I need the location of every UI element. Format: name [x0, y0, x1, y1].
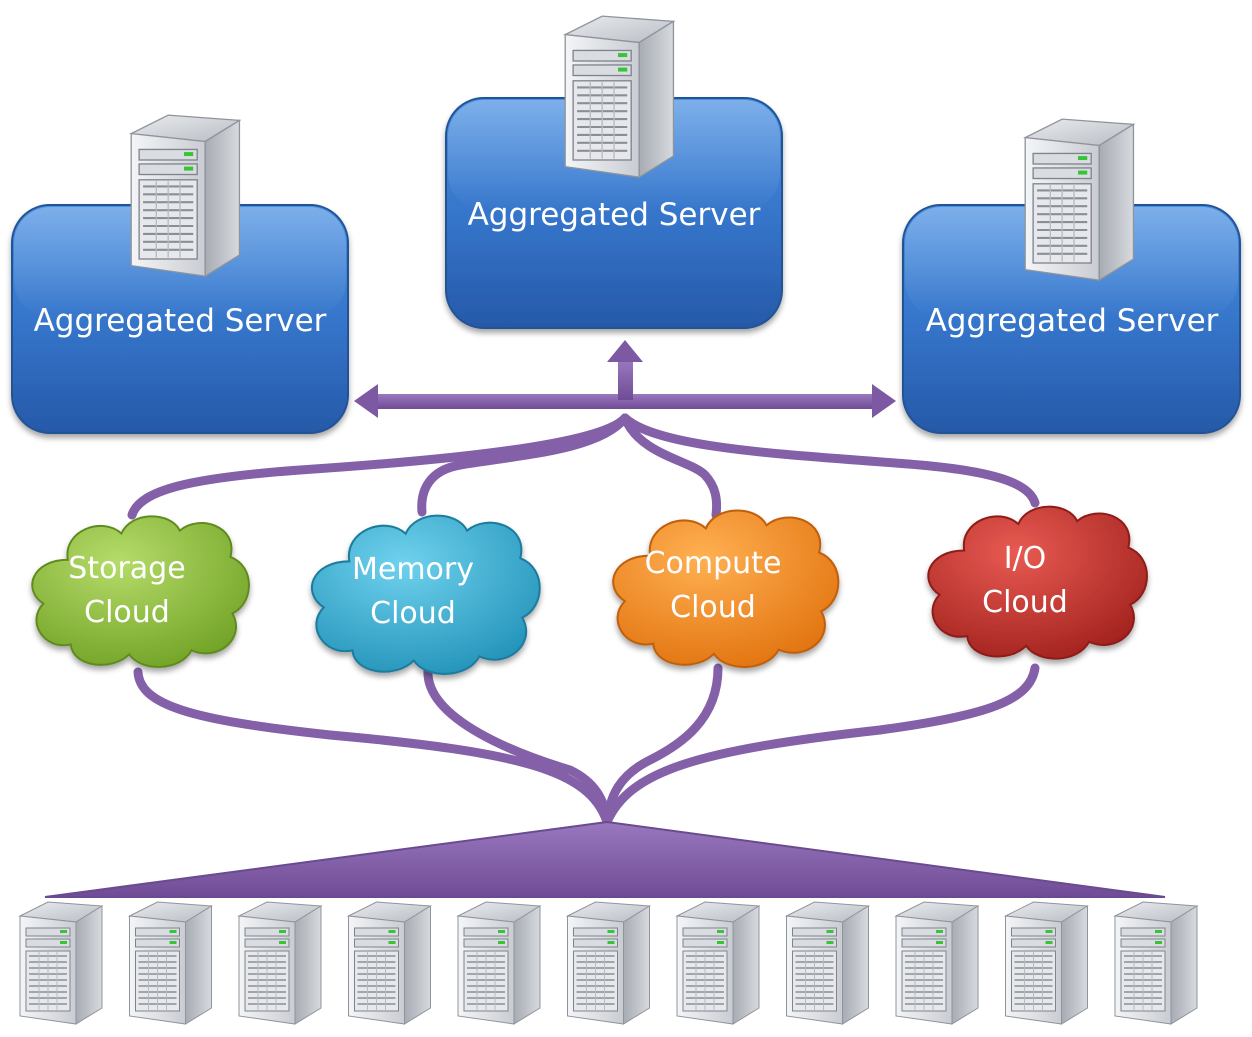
connector-hub-compute	[620, 413, 722, 520]
pool-server-tower-icon	[566, 901, 651, 1025]
pool-server-tower-icon	[1114, 901, 1198, 1025]
server-pool-fan	[44, 820, 1166, 898]
compute-cloud	[612, 509, 840, 669]
aggregated-server-left	[11, 204, 349, 434]
storage-cloud-label-line2: Cloud	[84, 595, 170, 630]
io-cloud	[927, 505, 1148, 660]
storage-cloud	[31, 515, 250, 668]
aggregated-server-left-tower-icon	[130, 114, 241, 278]
connectors	[127, 413, 1040, 827]
io-cloud-label-line1: I/O	[1004, 541, 1047, 576]
aggregated-server-center-label: Aggregated Server	[468, 197, 761, 233]
compute-cloud-label-line1: Compute	[645, 546, 782, 581]
aggregated-server-right-label: Aggregated Server	[926, 303, 1219, 339]
connector-compute-pool	[602, 663, 723, 827]
pool-server-tower-icon	[128, 901, 213, 1025]
server-pool	[19, 901, 1198, 1025]
pool-server-tower-icon	[457, 901, 541, 1025]
memory-cloud	[310, 514, 541, 676]
connector-hub-memory	[417, 413, 630, 517]
connector-hub-io	[620, 413, 1040, 508]
pool-server-tower-icon	[19, 901, 103, 1025]
aggregated-server-left-label: Aggregated Server	[34, 303, 327, 339]
pool-server-tower-icon	[785, 901, 870, 1025]
memory-cloud-label-line2: Cloud	[370, 596, 456, 631]
distribution-arrow	[354, 340, 896, 418]
aggregated-server-right-tower-icon	[1024, 117, 1135, 282]
io-cloud-label-line2: Cloud	[982, 585, 1068, 620]
connector-hub-storage	[127, 413, 630, 520]
connector-io-pool	[602, 663, 1040, 827]
pool-server-tower-icon	[347, 901, 432, 1025]
connector-storage-pool	[133, 667, 612, 827]
connector-memory-pool	[423, 665, 612, 827]
pool-server-tower-icon	[895, 901, 979, 1025]
pool-server-tower-icon	[238, 901, 322, 1025]
storage-cloud-label-line1: Storage	[68, 551, 185, 586]
pool-server-tower-icon	[676, 901, 760, 1025]
pool-server-tower-icon	[1004, 901, 1089, 1025]
compute-cloud-label-line2: Cloud	[670, 590, 756, 625]
aggregated-server-center-tower-icon	[564, 14, 675, 179]
memory-cloud-label-line1: Memory	[352, 552, 474, 587]
